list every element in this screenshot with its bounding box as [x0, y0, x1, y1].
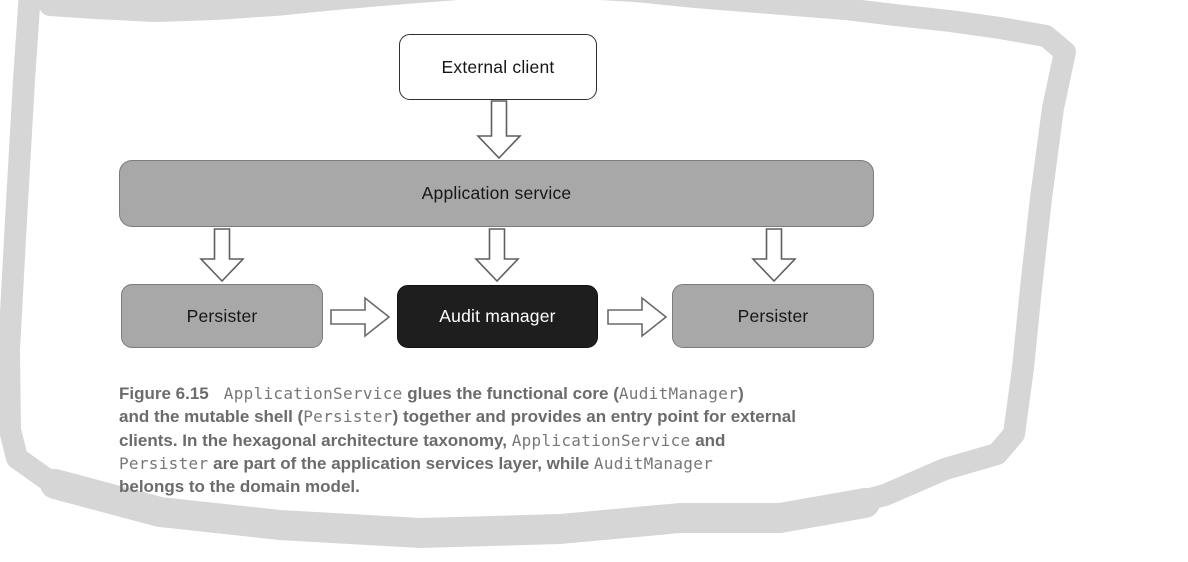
- node-persister-right: Persister: [672, 284, 874, 348]
- down-arrow-external-to-appservice: [476, 100, 522, 160]
- node-persister-right-label: Persister: [737, 305, 809, 326]
- node-audit-manager: Audit manager: [397, 285, 598, 348]
- caption-text-segment: Persister: [303, 407, 393, 427]
- caption-line: belongs to the domain model.: [119, 475, 959, 498]
- right-arrow-persister-to-audit-manager: [330, 296, 391, 338]
- node-application-service-label: Application service: [421, 183, 572, 203]
- down-arrow-appservice-to-persister-right: [751, 228, 797, 283]
- caption-line: Figure 6.15 ApplicationService glues the …: [119, 382, 959, 405]
- caption-text-segment: ): [738, 384, 744, 403]
- caption-text-segment: AuditManager: [618, 384, 739, 403]
- caption-text-segment: ApplicationService: [511, 430, 691, 450]
- caption-text-segment: AuditManager: [593, 453, 714, 473]
- node-persister-left: Persister: [121, 284, 323, 348]
- caption-text-segment: glues the functional core (: [402, 384, 619, 403]
- node-audit-manager-label: Audit manager: [439, 306, 556, 326]
- node-external-client-label: External client: [441, 56, 555, 77]
- caption-text-segment: and: [690, 430, 726, 450]
- highlight-scribble: [0, 0, 1076, 548]
- caption-line: clients. In the hexagonal architecture t…: [119, 429, 959, 452]
- caption-text-segment: clients. In the hexagonal architecture t…: [119, 430, 512, 450]
- caption-text-segment: and the mutable shell (: [119, 407, 304, 427]
- caption-line: and the mutable shell (Persister) togeth…: [119, 405, 959, 428]
- down-arrow-appservice-to-audit-manager: [474, 228, 520, 283]
- caption-text-segment: ) together and provides an entry point f…: [392, 407, 796, 427]
- caption-text-segment: Figure 6.15: [119, 384, 209, 403]
- caption-text-segment: Persister: [119, 453, 209, 473]
- caption-line: Persister are part of the application se…: [119, 452, 959, 475]
- down-arrow-appservice-to-persister-left: [199, 228, 245, 283]
- node-external-client: External client: [399, 34, 597, 100]
- caption-text-segment: ApplicationService: [223, 384, 403, 403]
- caption-text-segment: are part of the application services lay…: [208, 453, 594, 473]
- right-arrow-audit-manager-to-persister: [607, 296, 668, 338]
- caption-text-segment: belongs to the domain model.: [119, 477, 360, 497]
- node-persister-left-label: Persister: [186, 305, 258, 326]
- node-application-service: Application service: [119, 160, 874, 227]
